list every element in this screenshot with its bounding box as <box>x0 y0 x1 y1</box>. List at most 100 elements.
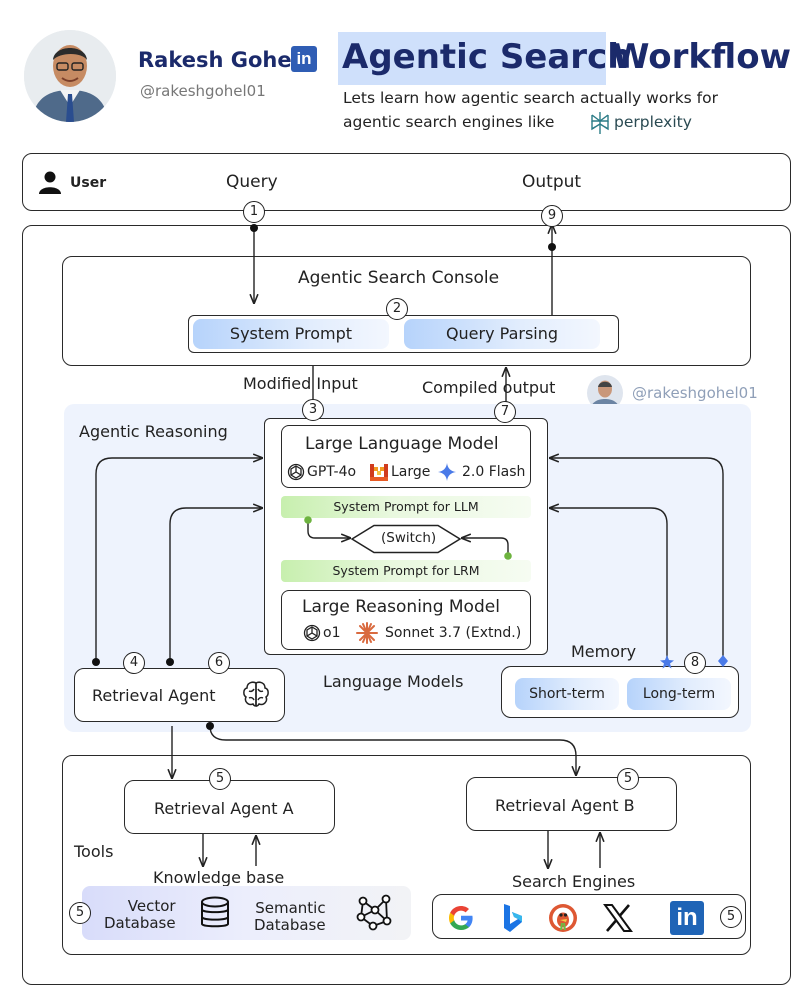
memory-title: Memory <box>571 642 637 661</box>
dot-retrieval-inner <box>166 658 174 666</box>
long-term-pill[interactable]: Long-term <box>627 678 731 710</box>
step-5-agent-b: 5 <box>617 768 639 790</box>
linkedin-badge-icon[interactable]: in <box>291 46 317 72</box>
user-label: User <box>70 175 107 191</box>
google-icon[interactable] <box>447 904 475 932</box>
star-short-term <box>660 655 674 669</box>
author-name: Rakesh Gohel <box>138 48 299 72</box>
step-1: 1 <box>243 201 265 223</box>
duckduckgo-icon[interactable] <box>548 903 578 933</box>
step-4: 4 <box>123 652 145 674</box>
arrow-memory-to-llm-outer <box>550 458 724 660</box>
system-prompt-llm-label: System Prompt for LLM <box>333 499 479 514</box>
arrow-memory-to-llm-inner <box>550 508 668 660</box>
arrow-retrieval-to-agent-b <box>209 725 576 775</box>
long-term-label: Long-term <box>642 686 716 702</box>
linkedin-icon[interactable]: in <box>670 901 704 935</box>
bing-icon[interactable] <box>501 903 525 933</box>
watermark-handle: @rakeshgohel01 <box>632 384 758 402</box>
step-5-knowledge: 5 <box>69 902 91 924</box>
gemini-icon <box>438 463 456 481</box>
dot-output <box>548 243 556 251</box>
author-portrait-icon <box>24 30 116 122</box>
retrieval-agent-box[interactable] <box>74 668 285 722</box>
openai-icon <box>287 463 305 481</box>
step-3: 3 <box>302 399 324 421</box>
openai-o1-icon <box>303 624 321 642</box>
vector-db-label: Vector Database <box>104 897 176 932</box>
page-title-highlight: Agentic Search <box>342 37 632 77</box>
step-7: 7 <box>494 401 516 423</box>
search-engines-label: Search Engines <box>512 872 636 891</box>
llm-model-gpt4o: GPT-4o <box>307 464 357 480</box>
output-label: Output <box>522 172 582 192</box>
anthropic-icon <box>356 622 378 644</box>
console-title: Agentic Search Console <box>298 268 500 288</box>
system-prompt-pill[interactable]: System Prompt <box>193 319 389 349</box>
step-9: 9 <box>541 205 563 227</box>
step-6: 6 <box>208 652 230 674</box>
llm-card <box>281 425 531 488</box>
lrm-card <box>281 590 531 650</box>
dot-retrieval-bottom <box>206 722 214 730</box>
lrm-model-o1: o1 <box>323 625 341 641</box>
dot-retrieval-outer <box>92 658 100 666</box>
user-bar <box>22 153 791 211</box>
retrieval-agent-b-label: Retrieval Agent B <box>495 796 635 815</box>
modified-input-label: Modified Input <box>243 374 358 393</box>
llm-model-mistral-large: Large <box>391 464 431 480</box>
lrm-model-sonnet: Sonnet 3.7 (Extnd.) <box>385 625 522 641</box>
step-8: 8 <box>684 652 706 674</box>
system-prompt-llm-strip: System Prompt for LLM <box>281 496 531 518</box>
agentic-reasoning-title: Agentic Reasoning <box>79 422 228 441</box>
subtitle-line2: agentic search engines like <box>343 113 555 131</box>
semantic-db-label: Semantic Database <box>254 899 326 934</box>
arrow-retrieval-to-llm-inner <box>169 508 262 662</box>
perplexity-logo-icon <box>591 112 609 134</box>
lrm-title: Large Reasoning Model <box>302 597 500 617</box>
diamond-long-term <box>718 655 728 667</box>
step-2: 2 <box>386 298 408 320</box>
dot-lrm-prompt <box>504 552 512 560</box>
query-parsing-label: Query Parsing <box>445 324 559 343</box>
author-avatar <box>24 30 116 122</box>
llm-model-gemini-flash: 2.0 Flash <box>462 464 526 480</box>
arrow-retrieval-to-llm-outer <box>95 458 262 662</box>
compiled-output-label: Compiled output <box>422 378 556 397</box>
graph-network-icon <box>356 894 392 931</box>
arrow-llm-prompt-to-switch <box>307 518 350 538</box>
database-icon <box>201 896 229 928</box>
switch-label: (Switch) <box>381 530 437 546</box>
short-term-label: Short-term <box>529 686 605 702</box>
tools-title: Tools <box>74 842 114 861</box>
step-5-agent-a: 5 <box>209 768 231 790</box>
query-parsing-pill[interactable]: Query Parsing <box>404 319 600 349</box>
system-prompt-lrm-strip: System Prompt for LRM <box>281 560 531 582</box>
title-highlight-bg <box>338 32 606 85</box>
system-prompt-lrm-label: System Prompt for LRM <box>332 563 480 578</box>
switch-diamond[interactable] <box>350 524 462 554</box>
knowledge-base-label: Knowledge base <box>153 868 285 887</box>
author-handle: @rakeshgohel01 <box>140 82 266 100</box>
mistral-icon <box>370 464 388 481</box>
system-prompt-label: System Prompt <box>229 324 353 343</box>
brain-icon <box>243 681 269 707</box>
short-term-pill[interactable]: Short-term <box>515 678 619 710</box>
dot-query <box>250 224 258 232</box>
page-title-rest: Workflow <box>612 37 791 77</box>
language-models-label: Language Models <box>323 672 464 691</box>
arrow-lrm-prompt-to-switch <box>462 538 509 555</box>
llm-title: Large Language Model <box>305 434 499 454</box>
retrieval-agent-label: Retrieval Agent <box>92 686 216 705</box>
retrieval-agent-b-box[interactable] <box>466 777 677 831</box>
x-icon[interactable] <box>603 904 633 932</box>
query-label: Query <box>226 172 278 192</box>
dot-llm-prompt <box>304 516 312 524</box>
step-5-search: 5 <box>720 906 742 928</box>
retrieval-agent-a-label: Retrieval Agent A <box>154 799 294 818</box>
subtitle-line1: Lets learn how agentic search actually w… <box>343 89 718 107</box>
knowledge-base-panel <box>82 886 411 940</box>
user-icon <box>39 171 61 194</box>
perplexity-wordmark: perplexity <box>614 113 692 131</box>
